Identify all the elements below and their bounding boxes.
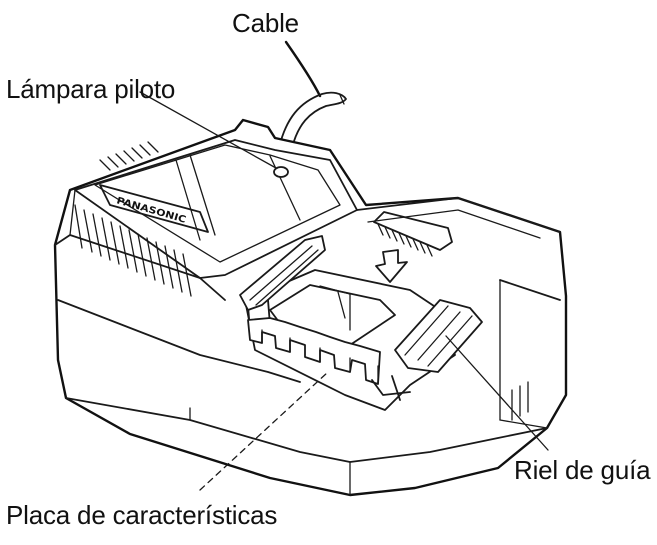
guide-rail-right bbox=[371, 299, 483, 401]
leader-line-pilot-lamp bbox=[139, 91, 277, 169]
vent-grille-rear bbox=[373, 211, 453, 257]
vent-grille-left bbox=[74, 204, 192, 297]
label-pilot-lamp: Lámpara piloto bbox=[6, 74, 176, 104]
label-guide-rail: Riel de guía bbox=[514, 455, 651, 485]
guide-rail-left bbox=[239, 235, 326, 311]
insert-direction-arrow-icon bbox=[375, 249, 408, 283]
leader-lines bbox=[139, 91, 549, 491]
leader-line-rating-plate bbox=[199, 371, 329, 491]
battery-cradle bbox=[244, 269, 456, 411]
vent-grille-top bbox=[99, 141, 159, 171]
power-cable bbox=[278, 40, 347, 149]
vent-grille-right bbox=[511, 381, 529, 421]
label-rating-plate: Placa de características bbox=[6, 500, 278, 530]
leader-line-guide-rail bbox=[445, 335, 549, 451]
pilot-lamp bbox=[273, 166, 289, 178]
label-cable: Cable bbox=[232, 8, 299, 38]
